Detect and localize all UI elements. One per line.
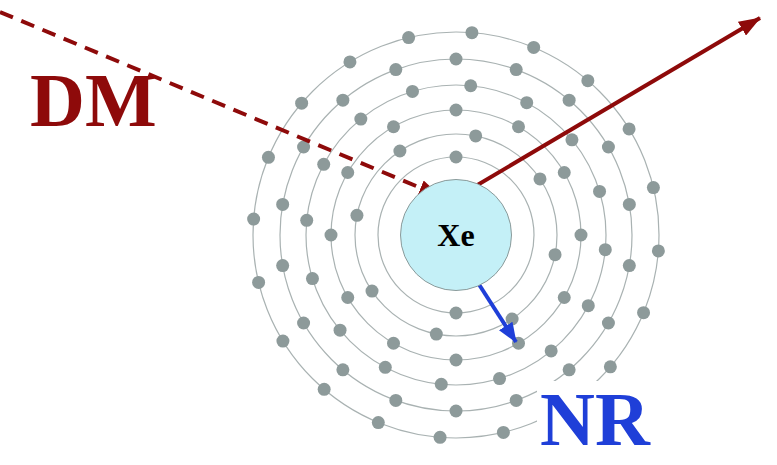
electron-dot: [450, 354, 463, 367]
electron-dot: [623, 198, 636, 211]
electron-dot: [469, 129, 482, 142]
electron-dot: [465, 26, 478, 39]
electron-dot: [599, 243, 612, 256]
electron-dot: [387, 337, 400, 350]
electron-dot: [602, 317, 615, 330]
electron-dot: [393, 145, 406, 158]
electron-dot: [387, 120, 400, 133]
shell-orbit: [253, 32, 659, 438]
electron-dot: [325, 229, 338, 242]
electron-dot: [593, 185, 606, 198]
electron-dot: [366, 285, 379, 298]
electron-dot: [300, 214, 313, 227]
shell-orbit: [280, 59, 632, 411]
electron-dot: [306, 272, 319, 285]
electron-dot: [652, 244, 665, 257]
outgoing-dm-arrow: [452, 18, 760, 200]
electron-dot: [527, 41, 540, 54]
electron-dot: [602, 141, 615, 154]
electron-dot: [563, 363, 576, 376]
scatter-arrows: [0, 12, 760, 342]
electron-dot: [450, 151, 463, 164]
electron-dot: [343, 55, 356, 68]
electron-dot: [450, 104, 463, 117]
electron-dot: [389, 394, 402, 407]
electron-dot: [545, 344, 558, 357]
electron-dot: [493, 372, 506, 385]
nuclear-recoil-label: NR: [537, 381, 653, 457]
electron-dot: [389, 63, 402, 76]
electron-dot: [372, 416, 385, 429]
electron-dot: [450, 53, 463, 66]
electron-dot: [497, 426, 510, 439]
electron-dot: [637, 306, 650, 319]
electron-dot: [575, 229, 588, 242]
electron-dot: [520, 96, 533, 109]
shell-orbit: [306, 85, 606, 385]
electron-dot: [276, 335, 289, 348]
electron-dot: [276, 259, 289, 272]
electron-dot: [435, 378, 448, 391]
electron-dot: [402, 31, 415, 44]
electron-dot: [450, 307, 463, 320]
dark-matter-label: DM: [27, 62, 160, 138]
electron-dot: [295, 97, 308, 110]
electron-dot: [334, 324, 347, 337]
element-symbol: Xe: [437, 219, 474, 251]
electron-dot: [430, 328, 443, 341]
electron-dot: [450, 405, 463, 418]
electron-dot: [510, 394, 523, 407]
electron-dot: [252, 276, 265, 289]
electron-dot: [318, 383, 331, 396]
electron-dot: [336, 94, 349, 107]
electron-dot: [647, 181, 660, 194]
electron-dot: [558, 291, 571, 304]
electron-dot: [510, 63, 523, 76]
electron-dot: [512, 120, 525, 133]
electron-dot: [317, 158, 330, 171]
electron-dot: [464, 79, 477, 92]
electron-dot: [297, 317, 310, 330]
electron-dot: [604, 360, 617, 373]
electron-dot: [533, 172, 546, 185]
electron-dot: [341, 291, 354, 304]
electron-dot: [549, 248, 562, 261]
electron-dot: [341, 166, 354, 179]
electron-dot: [506, 312, 519, 325]
incoming-dm-arrow: [0, 12, 440, 196]
electron-dot: [276, 198, 289, 211]
electron-dot: [558, 166, 571, 179]
electron-dot: [406, 85, 419, 98]
electron-dot: [623, 259, 636, 272]
electron-dot: [379, 361, 392, 374]
shell-orbit: [355, 134, 557, 336]
electron-dot: [581, 74, 594, 87]
electron-dot: [350, 209, 363, 222]
electron-dot: [565, 133, 578, 146]
electron-dot: [434, 431, 447, 444]
electron-dot: [262, 151, 275, 164]
electron-dot: [582, 299, 595, 312]
electron-dot: [336, 363, 349, 376]
electron-dot: [623, 122, 636, 135]
electron-dot: [247, 213, 260, 226]
electron-dot: [563, 94, 576, 107]
electron-dot: [354, 113, 367, 126]
shell-orbit: [378, 157, 534, 313]
nucleus-circle: Xe: [400, 179, 512, 291]
